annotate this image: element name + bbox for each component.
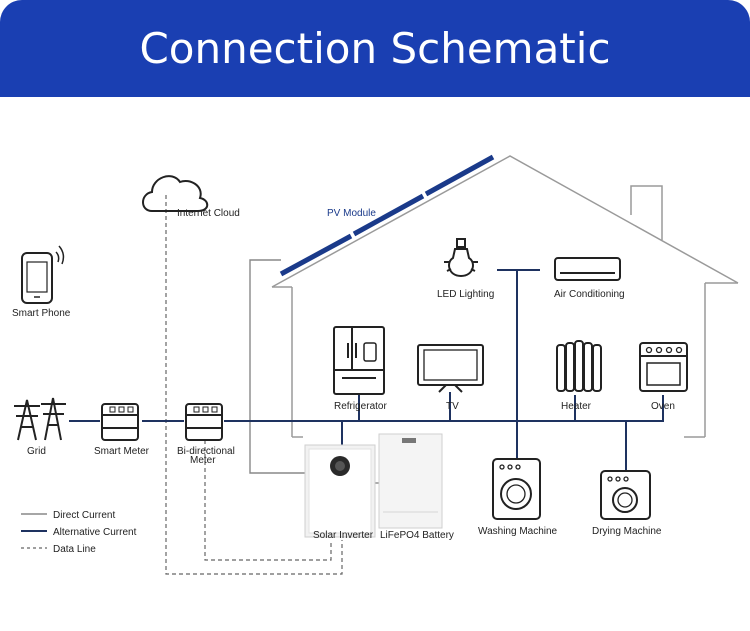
pv-module-label: PV Module — [327, 208, 376, 219]
data-lines — [165, 195, 343, 575]
smart-phone-icon — [21, 245, 65, 304]
lifepo4-battery-device — [378, 433, 443, 529]
air-conditioning-label: Air Conditioning — [554, 289, 625, 300]
drying-machine-icon — [600, 470, 651, 520]
washing-machine-icon — [492, 458, 541, 520]
led-lighting-label: LED Lighting — [437, 289, 494, 300]
house-outline — [271, 155, 739, 438]
refrigerator-label: Refrigerator — [334, 401, 387, 412]
refrigerator-icon — [333, 326, 385, 395]
internet-cloud-icon — [142, 175, 209, 212]
heater-icon — [556, 340, 602, 392]
legend-alternative-current: Alternative Current — [53, 527, 137, 538]
internet-cloud-label: Internet Cloud — [177, 208, 240, 219]
pv-module-panels — [279, 154, 495, 277]
air-conditioner-icon — [554, 257, 621, 281]
lifepo4-battery-label: LiFePO4 Battery — [380, 530, 454, 541]
led-bulb-icon — [444, 238, 478, 278]
legend-direct-current: Direct Current — [53, 510, 115, 521]
page-title: Connection Schematic — [139, 24, 611, 73]
grid-tower-icon — [14, 397, 66, 441]
oven-label: Oven — [651, 401, 675, 412]
washing-machine-label: Washing Machine — [478, 526, 558, 537]
header-banner — [0, 0, 750, 97]
solar-inverter-label: Solar Inverter — [313, 530, 374, 541]
smart-phone-label: Smart Phone — [12, 308, 71, 319]
grid-label: Grid — [27, 446, 46, 457]
bidirectional-meter-label-line1: Bi-directional — [177, 446, 235, 457]
smart-meter-icon — [101, 403, 139, 441]
legend-data-line: Data Line — [53, 544, 96, 555]
solar-inverter-device — [304, 444, 376, 538]
drying-machine-label: Drying Machine — [592, 526, 662, 537]
heater-label: Heater — [561, 401, 592, 412]
tv-icon — [417, 344, 484, 393]
bidirectional-meter-icon — [185, 403, 223, 441]
smart-meter-label: Smart Meter — [94, 446, 150, 457]
ac-lines — [69, 269, 664, 470]
legend: Direct Current Alternative Current Data … — [21, 510, 137, 555]
oven-icon — [639, 342, 688, 392]
tv-label: TV — [446, 401, 459, 412]
bidirectional-meter-label-line2: Meter — [190, 455, 216, 466]
